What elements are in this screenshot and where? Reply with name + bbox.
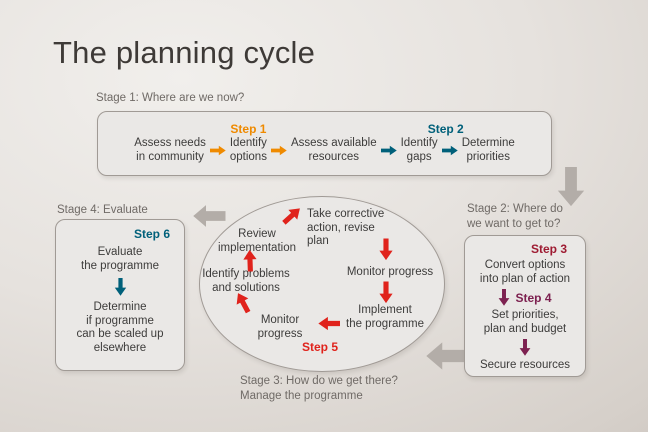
node-identify-options: Identify options xyxy=(229,136,267,163)
step2-label: Step 2 xyxy=(427,121,464,136)
step3-label: Step 3 xyxy=(530,242,567,256)
node-determine-priorities: Determine priorities xyxy=(461,136,515,163)
stage4-box: Step 6 Evaluate the programme Determine … xyxy=(55,219,185,371)
stage1-box: Assess needs in community Step 1 Identif… xyxy=(97,111,552,176)
step6-label: Step 6 xyxy=(133,227,170,241)
cycle-arrow-left-icon xyxy=(318,316,340,331)
node-monitor-progress-bottom: Monitor progress xyxy=(257,314,303,340)
node-assess-needs: Assess needs in community xyxy=(134,136,206,163)
node-take-corrective-action: Take corrective action, revise plan xyxy=(307,208,385,248)
node-set-priorities: Set priorities, plan and budget xyxy=(483,309,567,335)
page-title: The planning cycle xyxy=(53,35,316,70)
stage3-ellipse: Take corrective action, revise plan Revi… xyxy=(199,196,445,372)
flow-arrow-down-icon xyxy=(519,339,531,356)
stage1-step1-group: Step 1 Identify options xyxy=(229,122,267,164)
cycle-arrow-up-right-icon xyxy=(279,203,305,229)
node-determine-scale: Determine if programme can be scaled up … xyxy=(76,301,164,354)
node-secure-resources: Secure resources xyxy=(479,359,571,372)
stage1-flow: Assess needs in community Step 1 Identif… xyxy=(98,112,551,175)
step4-group: Step 4 xyxy=(498,289,552,306)
node-identify-gaps: Identify gaps xyxy=(400,136,438,163)
step1-label: Step 1 xyxy=(230,121,267,136)
flow-arrow-down-icon xyxy=(114,278,127,296)
step5-label: Step 5 xyxy=(301,340,338,354)
node-evaluate-programme: Evaluate the programme xyxy=(81,246,159,272)
stage2-label: Stage 2: Where do we want to get to? xyxy=(467,203,563,230)
node-identify-problems: Identify problems and solutions xyxy=(202,268,290,294)
flow-arrow-right-icon xyxy=(380,145,397,156)
stage3-label: Stage 3: How do we get there? Manage the… xyxy=(240,375,398,402)
node-assess-resources: Assess available resources xyxy=(290,136,377,163)
stage2-to-stage3-arrow-icon xyxy=(424,341,468,371)
flow-arrow-right-icon xyxy=(270,145,287,156)
cycle-arrow-down-icon xyxy=(379,281,394,304)
node-implement-programme: Implement the programme xyxy=(346,304,424,330)
stage2-box: Step 3 Convert options into plan of acti… xyxy=(464,235,586,377)
node-review-implementation: Review implementation xyxy=(218,228,296,254)
node-convert-options: Convert options into plan of action xyxy=(479,259,571,285)
stage1-label: Stage 1: Where are we now? xyxy=(96,92,245,104)
stage4-label: Stage 4: Evaluate xyxy=(57,204,148,216)
node-monitor-progress-right: Monitor progress xyxy=(346,266,434,278)
flow-arrow-down-icon xyxy=(498,289,510,306)
flow-arrow-right-icon xyxy=(209,145,226,156)
flow-arrow-right-icon xyxy=(441,145,458,156)
stage3-to-stage4-arrow-icon xyxy=(186,204,232,228)
stage1-to-stage2-arrow-icon xyxy=(556,167,586,207)
cycle-arrow-down-icon xyxy=(379,238,394,261)
cycle-arrow-up-icon xyxy=(242,249,258,272)
stage1-step2-group: Step 2 Determine priorities xyxy=(428,122,515,164)
cycle-arrow-up-left-icon xyxy=(231,289,255,315)
step4-label: Step 4 xyxy=(515,290,552,305)
